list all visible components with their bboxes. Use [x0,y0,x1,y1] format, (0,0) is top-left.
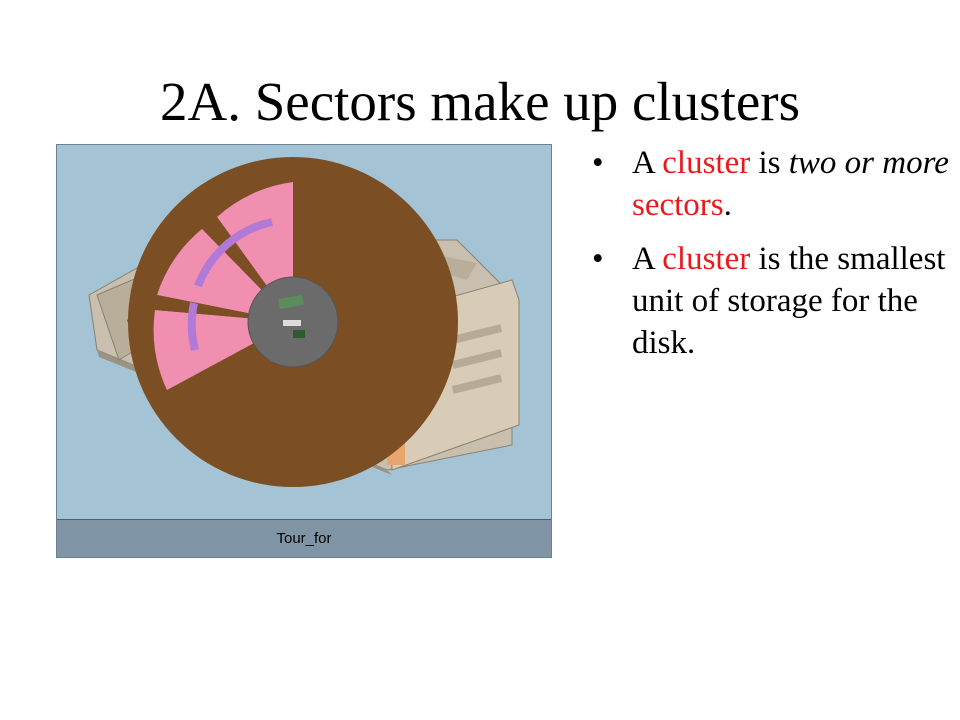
disk-figure: Tour_for [56,144,552,558]
emphasis-text: two or more [788,145,949,181]
bullet-text: A [632,145,663,181]
term-cluster: cluster [662,145,751,181]
bullet-text: A [632,241,663,277]
term-cluster: cluster [662,241,751,277]
bullet-text: . [723,187,732,223]
term-sectors: sectors [632,187,724,223]
figure-caption: Tour_for [57,519,551,557]
bullet-marker: • [592,145,604,181]
bullet-item: • A cluster is the smallest unit of stor… [592,238,952,364]
bullet-text: is [750,145,789,181]
slide-title: 2A. Sectors make up clusters [160,70,800,132]
bullet-marker: • [592,241,604,277]
bullet-list: • A cluster is two or more sectors. • A … [592,142,952,376]
hard-disk-platter-illustration [88,157,520,487]
bullet-item: • A cluster is two or more sectors. [592,142,952,226]
bullet-text: is the smallest unit of storage for the … [632,241,946,361]
